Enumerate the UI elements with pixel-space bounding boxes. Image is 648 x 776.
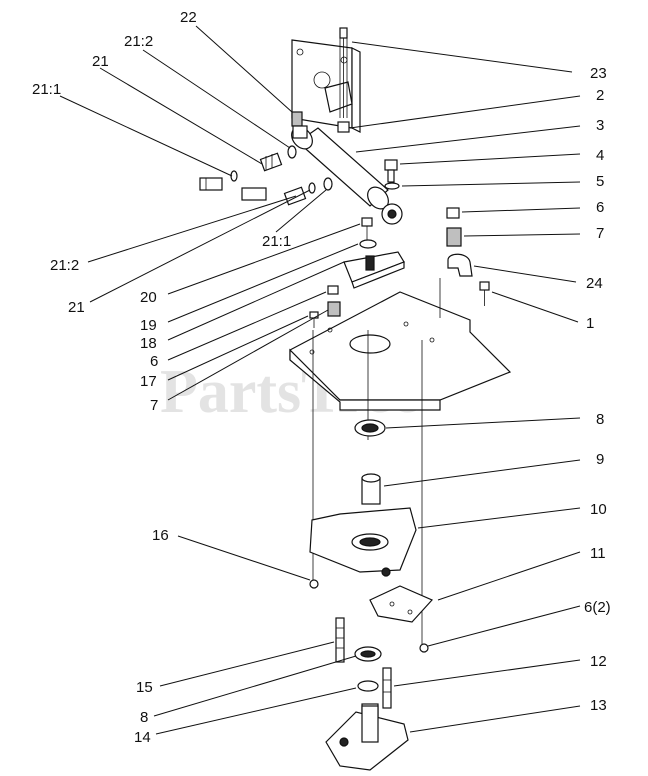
part-21-1-oring-lower[interactable] xyxy=(323,177,333,191)
part-6-nut-top[interactable] xyxy=(446,207,460,219)
callout-21-top: 21 xyxy=(92,53,109,70)
callout-7-left: 7 xyxy=(150,397,158,414)
callout-3: 3 xyxy=(596,117,604,134)
part-1-bolt[interactable] xyxy=(479,281,490,306)
part-21-2-oring-lower[interactable] xyxy=(308,182,316,194)
part-10-lower-plate[interactable] xyxy=(309,507,417,577)
callout-21-2-left: 21:2 xyxy=(50,257,79,274)
callout-12: 12 xyxy=(590,653,607,670)
part-8-bearing-lower[interactable] xyxy=(354,646,382,662)
callout-24: 24 xyxy=(586,275,603,292)
callout-19: 19 xyxy=(140,317,157,334)
part-20-bolt[interactable] xyxy=(361,217,373,240)
part-11-bracket-plate[interactable] xyxy=(369,585,434,623)
hose-end-lower[interactable] xyxy=(241,187,267,201)
callout-9: 9 xyxy=(596,451,604,468)
callout-22: 22 xyxy=(180,9,197,26)
part-3-steering-tube[interactable] xyxy=(287,123,392,213)
callout-21-left: 21 xyxy=(68,299,85,316)
part-7-spacer-left[interactable] xyxy=(327,301,341,317)
callout-5: 5 xyxy=(596,173,604,190)
callout-7-top: 7 xyxy=(596,225,604,242)
part-18-steering-arm[interactable] xyxy=(343,251,405,289)
callout-17: 17 xyxy=(140,373,157,390)
callout-6-2: 6(2) xyxy=(584,599,611,616)
callout-6-top: 6 xyxy=(596,199,604,216)
callout-14: 14 xyxy=(134,729,151,746)
callout-8-bottom: 8 xyxy=(140,709,148,726)
part-22-mounting-bracket[interactable] xyxy=(291,39,361,133)
part-6-nut-left[interactable] xyxy=(327,285,339,295)
callout-13: 13 xyxy=(590,697,607,714)
callout-16: 16 xyxy=(152,527,169,544)
part-21-fitting-upper[interactable] xyxy=(259,152,283,172)
part-12-bolt[interactable] xyxy=(382,667,392,709)
callout-10: 10 xyxy=(590,501,607,518)
part-2-nut[interactable] xyxy=(337,121,350,133)
hose-end-upper[interactable] xyxy=(199,177,223,191)
callout-21-1-top: 21:1 xyxy=(32,81,61,98)
part-7-spacer-top[interactable] xyxy=(446,227,462,247)
callout-8-mid: 8 xyxy=(596,411,604,428)
main-frame-plate xyxy=(289,278,512,650)
callout-4: 4 xyxy=(596,147,604,164)
part-4-bolt[interactable] xyxy=(384,159,398,183)
part-8-bearing-upper[interactable] xyxy=(354,419,386,437)
callout-1: 1 xyxy=(586,315,594,332)
callout-6-left: 6 xyxy=(150,353,158,370)
part-13-spindle[interactable] xyxy=(325,703,409,771)
callout-labels: 22 21:2 21 21:1 23 2 3 4 5 6 7 24 1 21:1… xyxy=(32,9,611,746)
callout-11: 11 xyxy=(590,545,606,562)
callout-21-1-mid: 21:1 xyxy=(262,233,291,250)
leader-lines xyxy=(59,25,581,735)
part-6-2-nuts[interactable] xyxy=(419,643,429,653)
part-21-2-oring-upper[interactable] xyxy=(287,145,297,159)
part-9-bushing[interactable] xyxy=(361,473,381,505)
part-19-washer[interactable] xyxy=(359,239,377,249)
part-5-washer[interactable] xyxy=(384,182,400,190)
ball-joint[interactable] xyxy=(381,203,403,225)
part-14-washer[interactable] xyxy=(357,680,379,692)
part-16-nut[interactable] xyxy=(309,579,319,589)
callout-15: 15 xyxy=(136,679,153,696)
callout-18: 18 xyxy=(140,335,157,352)
callout-21-2-top: 21:2 xyxy=(124,33,153,50)
part-24-clamp[interactable] xyxy=(447,253,473,277)
callout-23: 23 xyxy=(590,65,607,82)
callout-2: 2 xyxy=(596,87,604,104)
part-15-bolt[interactable] xyxy=(335,617,345,663)
callout-20: 20 xyxy=(140,289,157,306)
part-23-bolt[interactable] xyxy=(339,27,348,118)
